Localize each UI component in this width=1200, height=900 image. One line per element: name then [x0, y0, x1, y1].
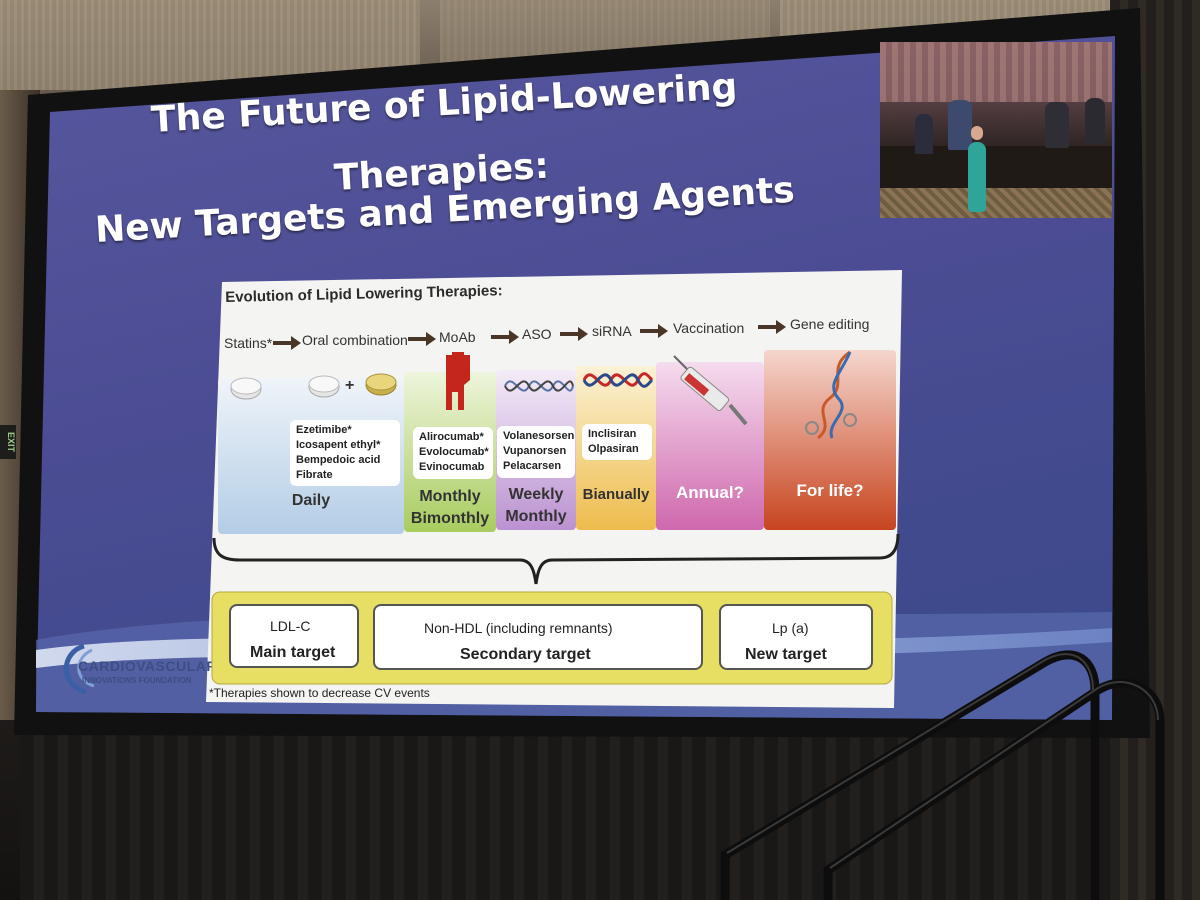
arrow-icon	[408, 332, 436, 346]
label-for-life: For life?	[796, 481, 864, 500]
arrow-icon	[491, 330, 519, 344]
target-non-hdl-role: Secondary target	[460, 646, 591, 663]
drug-list-bianually: Inclisiran Olpasiran	[582, 424, 652, 460]
video-carpet	[880, 188, 1112, 218]
target-ldl-c-role: Main target	[250, 644, 336, 661]
drug-list-monthly: Alirocumab* Evolocumab* Evinocumab	[413, 427, 493, 479]
target-non-hdl-name: Non-HDL (including remnants)	[424, 620, 613, 636]
speaker	[968, 142, 986, 212]
exit-sign-icon: EXIT	[0, 425, 16, 459]
panelist	[1085, 98, 1105, 144]
step-oral-combination: Oral combination	[302, 332, 408, 348]
step-aso: ASO	[522, 326, 552, 342]
drug-name: Pelacarsen	[503, 460, 562, 472]
drug-name: Olpasiran	[588, 443, 639, 455]
drug-name: Icosapent ethyl*	[296, 439, 381, 451]
label-line: Bimonthly	[410, 510, 490, 527]
step-statins: Statins*	[224, 335, 273, 351]
speaker-video-inset	[880, 42, 1112, 218]
drug-name: Bempedoic acid	[296, 454, 381, 466]
target-lpa-name: Lp (a)	[772, 620, 809, 636]
panelist	[915, 114, 933, 154]
label-monthly: Monthly Bimonthly	[404, 486, 496, 530]
logo-swirl-icon	[63, 643, 87, 695]
drug-name: Alirocumab*	[419, 431, 484, 443]
panelist	[1045, 102, 1069, 148]
drug-name: Evinocumab	[419, 461, 485, 473]
drug-name: Evolocumab*	[419, 446, 489, 458]
arrow-icon	[640, 324, 668, 338]
drug-list-weekly: Volanesorsen Vupanorsen Pelacarsen	[497, 426, 575, 478]
logo-name: CARDIOVASCULAR	[78, 658, 217, 674]
target-ldl-c-name: LDL-C	[270, 618, 311, 634]
plus-sign: +	[345, 377, 355, 394]
drug-list-daily: Ezetimibe* Icosapent ethyl* Bempedoic ac…	[290, 420, 400, 486]
step-moab: MoAb	[439, 329, 476, 345]
label-annual: Annual?	[676, 483, 744, 502]
panelist	[948, 100, 972, 150]
target-non-hdl	[373, 604, 703, 670]
step-sirna: siRNA	[592, 323, 632, 339]
drug-name: Vupanorsen	[503, 445, 567, 457]
column-for-life	[764, 350, 896, 530]
arrow-icon	[758, 320, 786, 334]
drug-name: Fibrate	[296, 469, 333, 481]
drug-name: Inclisiran	[588, 428, 637, 440]
column-annual	[656, 362, 764, 530]
step-vaccination: Vaccination	[673, 320, 745, 336]
logo-subtitle: INNOVATIONS FOUNDATION	[82, 676, 192, 685]
drug-name: Ezetimibe*	[296, 424, 352, 436]
arrow-icon	[560, 327, 588, 341]
label-bianually: Bianually	[582, 486, 650, 503]
arrow-icon	[273, 336, 301, 350]
label-line: Monthly	[505, 508, 567, 525]
label-line: Weekly	[508, 486, 564, 503]
footnote: *Therapies shown to decrease CV events	[209, 686, 430, 700]
drug-name: Volanesorsen	[503, 430, 575, 442]
step-gene-editing: Gene editing	[790, 316, 870, 332]
target-ldl-c	[229, 604, 359, 668]
label-weekly: Weekly Monthly	[496, 484, 576, 528]
video-curtain	[880, 42, 1112, 102]
label-daily: Daily	[291, 492, 331, 509]
speaker-head	[971, 126, 983, 140]
target-lpa-role: New target	[745, 646, 827, 663]
label-line: Monthly	[419, 488, 481, 505]
